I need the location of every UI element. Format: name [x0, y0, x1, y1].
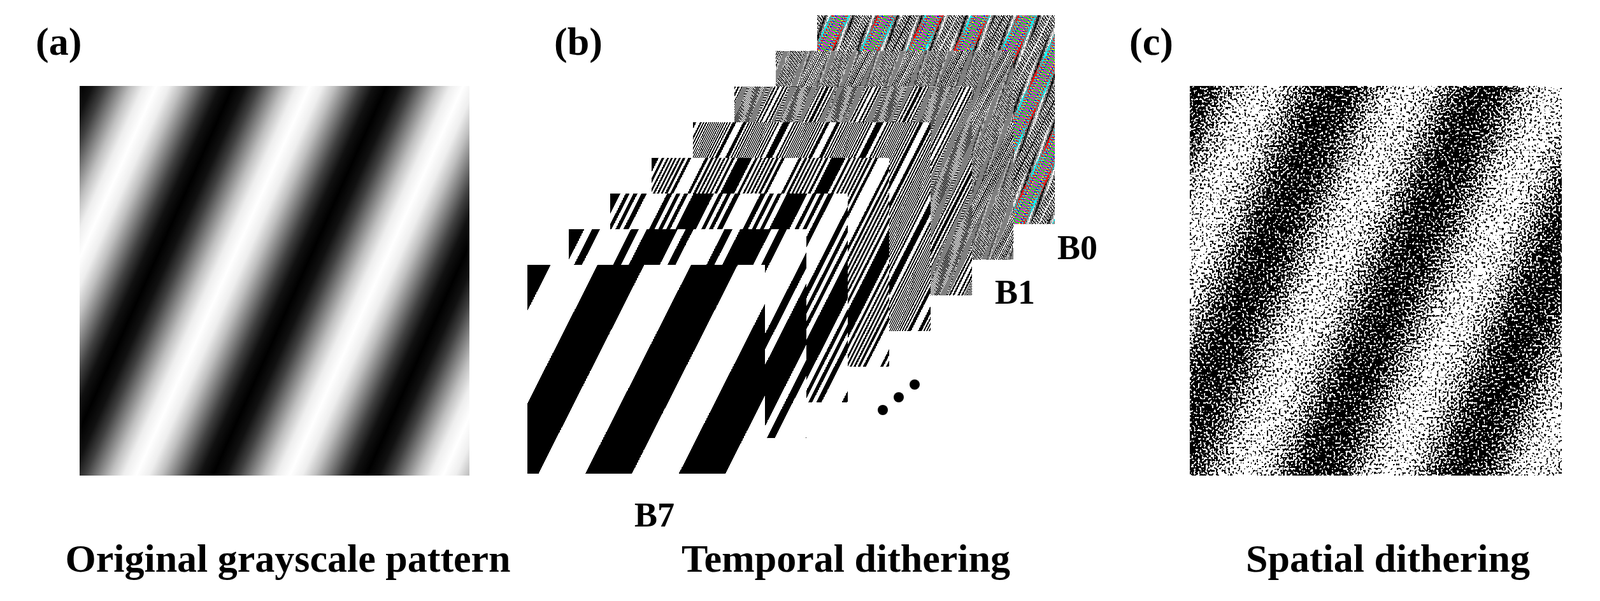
panel-letter: (c)	[1129, 21, 1174, 62]
bit-plane-label: B0	[1057, 230, 1098, 265]
bit-plane-stack	[527, 15, 1055, 474]
panel-caption: Original grayscale pattern	[64, 538, 511, 579]
ellipsis-dots	[877, 379, 920, 416]
grayscale-grating	[79, 85, 470, 476]
panel-caption: Temporal dithering	[681, 538, 1011, 579]
bit-plane-label: B7	[634, 498, 675, 533]
panel-letter: (a)	[35, 21, 82, 62]
panel-caption: Spatial dithering	[1245, 538, 1530, 579]
bit-plane-label: B1	[994, 275, 1036, 310]
panel-letter: (b)	[554, 21, 603, 62]
dithered-grating	[1189, 85, 1562, 476]
bit-plane	[527, 264, 765, 474]
